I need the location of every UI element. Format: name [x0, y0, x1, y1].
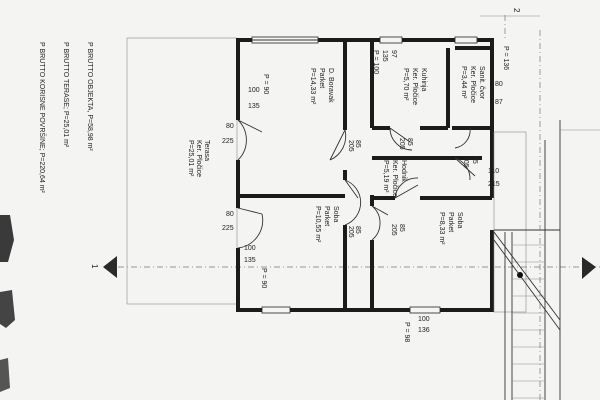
svg-text:Soba: Soba	[332, 206, 339, 222]
svg-text:Hodnik: Hodnik	[400, 160, 407, 182]
svg-text:Ker. Pločice: Ker. Pločice	[195, 140, 202, 177]
svg-text:Sanit. čvor: Sanit. čvor	[478, 66, 485, 100]
area-summary: P BRUTTO OBJEKTA, P=58,98 m² P BRUTTO TE…	[38, 42, 93, 194]
svg-text:205: 205	[347, 140, 354, 152]
svg-text:100: 100	[248, 87, 260, 94]
svg-text:135: 135	[381, 50, 388, 62]
svg-text:P=14,33 m²: P=14,33 m²	[309, 68, 316, 105]
svg-text:Terasa: Terasa	[203, 140, 210, 161]
svg-text:1: 1	[90, 264, 99, 269]
svg-text:85: 85	[354, 226, 361, 234]
room-sanitar: Sanit. čvor Ker. Pločice P=3,44 m²	[460, 66, 485, 103]
room-hodnik: Hodnik Ker. Pločice P=5,19 m²	[382, 160, 407, 197]
svg-text:P = 98: P = 98	[403, 322, 410, 342]
svg-text:Parket: Parket	[447, 212, 454, 232]
svg-text:87: 87	[495, 99, 503, 106]
interior-walls	[238, 40, 492, 310]
svg-text:P=25,01 m²: P=25,01 m²	[187, 140, 194, 177]
svg-text:Kuhinja: Kuhinja	[420, 68, 427, 91]
svg-text:P = 136: P = 136	[502, 46, 509, 70]
svg-text:205: 205	[398, 138, 405, 150]
svg-text:P=8,33 m²: P=8,33 m²	[438, 212, 445, 245]
svg-text:D. Boravak: D. Boravak	[327, 68, 334, 103]
svg-text:P = 100: P = 100	[372, 50, 379, 74]
exterior-stair	[493, 30, 600, 400]
svg-text:205: 205	[347, 226, 354, 238]
room-soba-2: Soba Parket P=8,33 m²	[438, 212, 463, 245]
svg-text:85: 85	[406, 138, 413, 146]
svg-text:Ker. Pločice: Ker. Pločice	[411, 68, 418, 105]
summary-objekt: P BRUTTO OBJEKTA, P=58,98 m²	[86, 42, 93, 151]
dimension-labels: P = 90 100 135 97 135 P = 100 P = 136 80…	[222, 46, 509, 342]
svg-text:225: 225	[222, 225, 234, 232]
print-artifact	[0, 215, 14, 262]
svg-text:P=5,19 m²: P=5,19 m²	[382, 160, 389, 193]
svg-text:100: 100	[418, 316, 430, 323]
section-marker-left: 1	[90, 256, 600, 279]
svg-text:P=10,55 m²: P=10,55 m²	[314, 206, 321, 243]
summary-korisne: P BRUTTO KORISNE POVRŠINE; P=220,64 m²	[38, 42, 47, 194]
svg-text:80: 80	[495, 81, 503, 88]
svg-text:80: 80	[226, 211, 234, 218]
room-kuhinja: Kuhinja Ker. Pločice P=5,70 m²	[402, 68, 427, 105]
svg-text:Soba: Soba	[456, 212, 463, 228]
svg-text:205: 205	[462, 156, 469, 168]
windows	[251, 36, 478, 314]
svg-text:85: 85	[354, 140, 361, 148]
svg-text:Parket: Parket	[318, 68, 325, 88]
svg-text:P=5,70 m²: P=5,70 m²	[402, 68, 409, 101]
svg-text:136: 136	[418, 327, 430, 334]
svg-text:2: 2	[512, 8, 521, 13]
doors	[237, 119, 476, 249]
svg-text:85: 85	[398, 224, 405, 232]
exterior-walls	[236, 38, 494, 312]
svg-text:P=3,44 m²: P=3,44 m²	[460, 66, 467, 99]
print-artifact	[0, 358, 10, 392]
svg-text:Ker. Pločice: Ker. Pločice	[391, 160, 398, 197]
print-artifact	[0, 290, 15, 328]
svg-text:135: 135	[244, 257, 256, 264]
svg-text:205: 205	[390, 224, 397, 236]
summary-terase: P BRUTTO TERASE; P=25,01 m²	[62, 42, 69, 148]
room-terasa: Terasa Ker. Pločice P=25,01 m²	[187, 140, 210, 177]
svg-text:110: 110	[488, 168, 499, 175]
svg-text:225: 225	[222, 138, 234, 145]
room-soba-1: Soba Parket P=10,55 m²	[314, 206, 339, 243]
svg-text:85: 85	[471, 156, 478, 164]
svg-text:P = 90: P = 90	[262, 74, 269, 94]
svg-text:97: 97	[390, 50, 397, 58]
svg-text:80: 80	[226, 123, 234, 130]
section-marker-top: 2	[480, 8, 540, 40]
svg-text:Parket: Parket	[323, 206, 330, 226]
svg-text:135: 135	[248, 103, 260, 110]
svg-text:100: 100	[244, 245, 256, 252]
svg-text:P = 90: P = 90	[260, 268, 267, 288]
svg-text:Ker. Pločice: Ker. Pločice	[469, 66, 476, 103]
svg-text:215: 215	[488, 181, 500, 188]
room-boravak: D. Boravak Parket P=14,33 m²	[309, 68, 334, 105]
